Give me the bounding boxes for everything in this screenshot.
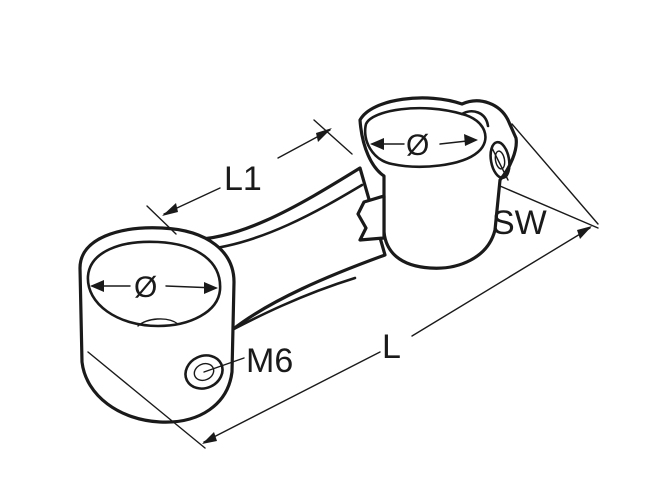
diameter-right: Ø	[370, 129, 478, 162]
left-clamp	[78, 226, 236, 424]
dimension-sw: SW	[491, 123, 599, 242]
diameter-left-label: Ø	[134, 271, 157, 304]
dimension-l1: L1	[146, 119, 353, 235]
dimension-l: L	[87, 185, 599, 449]
diameter-left: Ø	[90, 271, 218, 304]
l1-label: L1	[224, 160, 262, 198]
sw-label: SW	[492, 204, 547, 242]
dimension-m6: M6	[203, 342, 293, 380]
right-clamp	[356, 96, 518, 270]
m6-label: M6	[246, 342, 293, 380]
diameter-right-label: Ø	[406, 129, 429, 162]
l-label: L	[382, 328, 401, 366]
